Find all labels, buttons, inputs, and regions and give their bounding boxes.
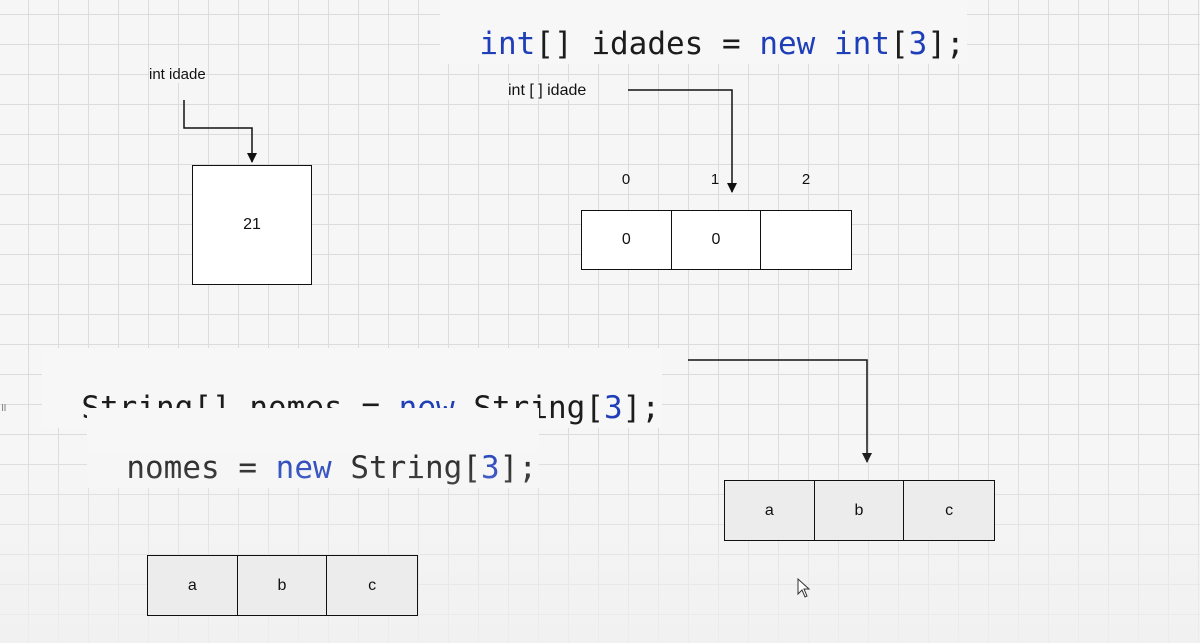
label-int-array-idade: int [ ] idade	[508, 82, 587, 100]
label-int-idade: int idade	[149, 66, 206, 83]
int-array: 0 0	[581, 210, 852, 270]
string-array-right-cell: a	[725, 481, 815, 540]
code-line-int-array: int[] idades = new int[3];	[440, 0, 967, 64]
int-array-cell: 0	[582, 211, 672, 269]
int-array-cell	[761, 211, 851, 269]
string-array-right-cell: c	[904, 481, 995, 540]
int-array-cell: 0	[672, 211, 762, 269]
arrow-int-array-idade	[628, 89, 737, 193]
string-array-right-cell: b	[814, 481, 905, 540]
string-array-right: a b c	[724, 480, 995, 541]
string-array-left: a b c	[147, 555, 418, 616]
arrow-string-array	[688, 359, 872, 463]
arrow-int-idade	[183, 100, 257, 163]
string-array-left-cell: c	[327, 556, 418, 615]
int-idade-value: 21	[243, 216, 261, 233]
side-mark: ॥	[0, 402, 7, 414]
string-array-left-cell: a	[148, 556, 238, 615]
index-1: 1	[710, 171, 720, 188]
code-line-reassign: nomes = new String[3];	[87, 408, 539, 488]
mouse-cursor-icon	[797, 578, 811, 598]
index-2: 2	[801, 171, 811, 188]
string-array-left-cell: b	[237, 556, 328, 615]
int-idade-box: 21	[192, 165, 312, 285]
index-0: 0	[621, 171, 631, 188]
